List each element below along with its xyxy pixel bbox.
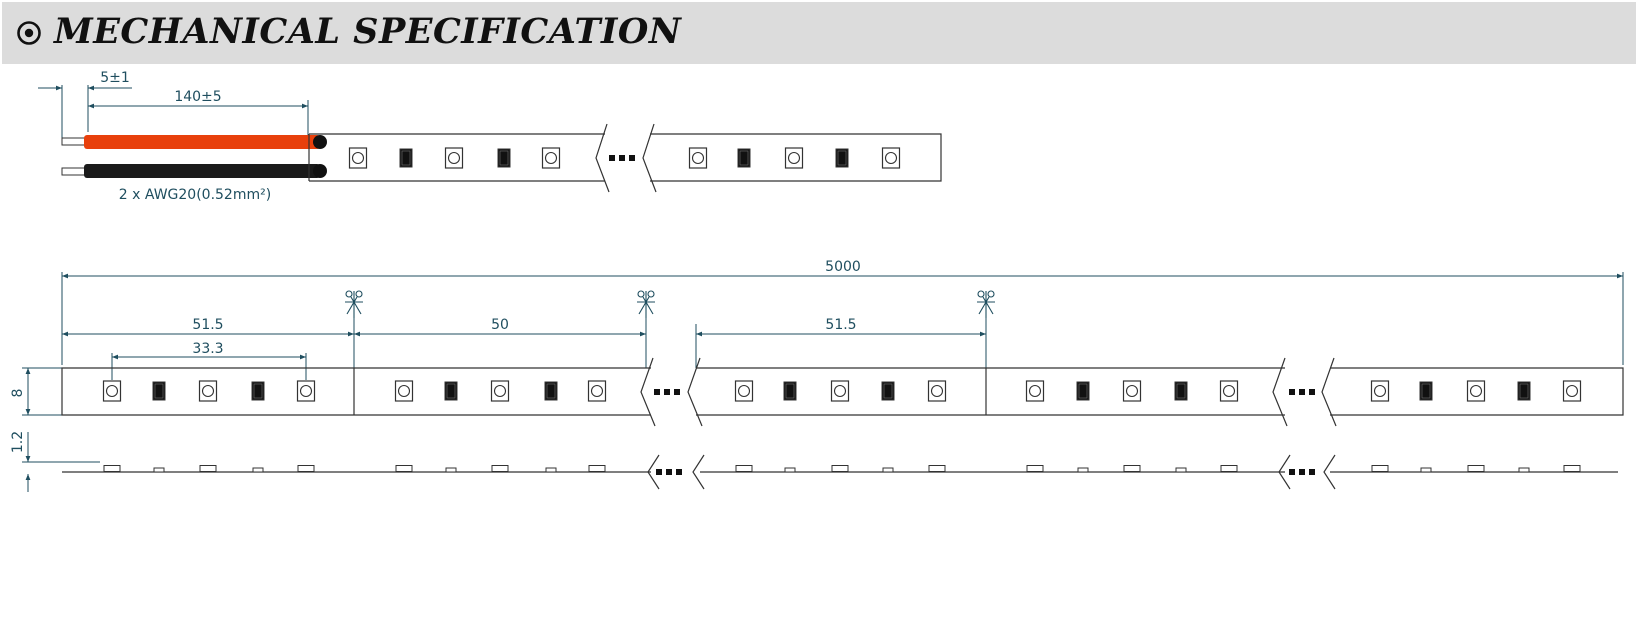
- break-ellipsis: [654, 389, 1315, 395]
- led-pitch-dim: 33.3: [192, 341, 223, 357]
- thickness-dim: 1.2: [10, 431, 26, 453]
- black-wire: [84, 164, 320, 178]
- segment-1-dim: 51.5: [192, 317, 223, 333]
- wire-length-dim: 140±5: [174, 89, 221, 105]
- segment-3-dim: 51.5: [825, 317, 856, 333]
- target-circle-icon: [17, 21, 41, 45]
- header-bar: MECHANICAL SPECIFICATION: [2, 2, 1636, 64]
- page-title: MECHANICAL SPECIFICATION: [54, 11, 682, 52]
- wire-lead-drawing: 5±1 140±5 2 x AWG20(0.52mm²): [38, 70, 942, 203]
- strip-dimension-drawing: 5000 51.5 50 51.5 33.3 8 1.2: [10, 259, 1624, 492]
- total-length-dim: 5000: [825, 259, 861, 275]
- red-wire: [84, 135, 320, 149]
- segment-2-dim: 50: [491, 317, 509, 333]
- width-dim: 8: [10, 389, 26, 398]
- wire-spec-label: 2 x AWG20(0.52mm²): [119, 187, 271, 203]
- break-ellipsis: [656, 469, 1315, 475]
- strip-length-dim: 5±1: [100, 70, 130, 86]
- break-ellipsis: [609, 155, 635, 161]
